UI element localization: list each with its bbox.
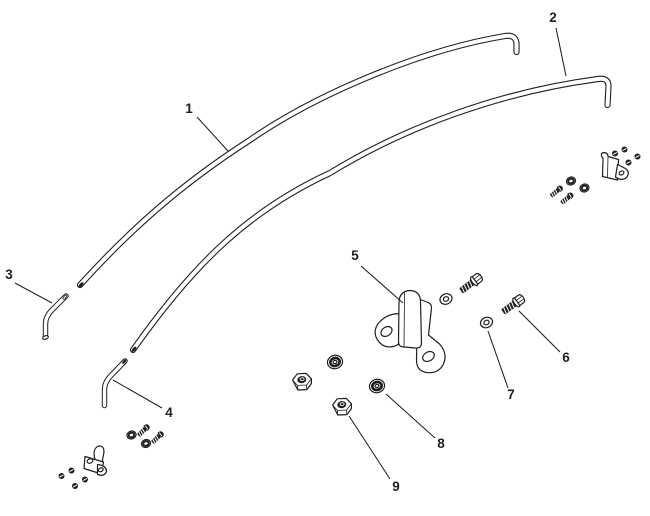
clamp-bracket-hole (97, 467, 104, 473)
clamp-bracket (600, 151, 620, 181)
bracket-left-hole (380, 325, 393, 338)
part-3-cut-face (62, 294, 68, 300)
clamp-bracket-hole (86, 458, 94, 464)
callout-3-label: 3 (5, 267, 13, 282)
callout-2-leader (555, 27, 567, 77)
part-1-cut-end (78, 282, 84, 288)
cap-nut (634, 153, 641, 160)
callout-9-leader (348, 415, 391, 480)
part-4-cut-end (122, 359, 127, 364)
flange-nut-unlabeled (324, 352, 346, 372)
cap-nut (68, 467, 75, 474)
screw (558, 190, 576, 206)
bracket-web (397, 289, 423, 349)
clamp-bracket-hole (618, 170, 625, 176)
callout-8-label: 8 (437, 436, 445, 451)
part-6-bolt (499, 292, 527, 317)
part-1-tube-outline (76, 32, 520, 289)
part-1-tube-fill (78, 33, 519, 287)
washer-unlabeled (437, 291, 455, 307)
bracket-right-hole (422, 350, 435, 363)
part-4-bent-end-tube (101, 358, 128, 409)
cap-nut (625, 159, 632, 166)
callout-2-label: 2 (549, 10, 557, 25)
small-flange-nut (139, 437, 153, 450)
part-3-tube-fill (43, 294, 68, 339)
small-flange-nut (577, 181, 592, 195)
part-3-open-end (42, 335, 49, 340)
hex-nut-unlabeled (292, 372, 312, 391)
hardware-cluster-bottom-left (58, 422, 166, 490)
screw (548, 183, 565, 199)
part-2-curved-bow-tube (129, 75, 612, 354)
callout-5-label: 5 (351, 248, 359, 263)
bracket-fold-line (403, 292, 405, 347)
cap-nut (81, 476, 89, 483)
part-2-tube-fill (131, 76, 611, 352)
bolt-unlabeled (457, 271, 485, 296)
part-2-cut-end (131, 346, 137, 353)
part-5-mounting-bracket (374, 289, 446, 374)
part-1-curved-bow-tube (76, 32, 520, 289)
screw (149, 429, 166, 446)
callout-6-leader (518, 310, 561, 353)
part-2-tube-outline (129, 75, 612, 354)
callout-9-label: 9 (392, 479, 400, 494)
cap-nut (621, 146, 628, 153)
callout-1-label: 1 (185, 101, 193, 116)
callout-6-label: 6 (562, 350, 570, 365)
part-7-washer (478, 314, 495, 331)
callout-5-leader (360, 265, 404, 304)
cap-nut (71, 482, 79, 490)
cap-nut (58, 472, 65, 480)
part-8-flange-nut (366, 376, 388, 396)
callout-3-leader (14, 282, 53, 304)
part-9-hex-nut (332, 397, 352, 416)
part-3-bent-end-tube (42, 293, 69, 340)
callout-7-label: 7 (507, 387, 515, 402)
small-flange-nut (124, 428, 139, 442)
clamp-bracket-fin (93, 445, 105, 464)
clamp-bracket-fold (607, 156, 609, 178)
callout-4-label: 4 (165, 405, 173, 420)
callout-8-leader (385, 393, 436, 439)
hardware-cluster-top-right (548, 146, 641, 206)
callout-1-leader (196, 116, 229, 152)
callout-7-leader (487, 330, 509, 389)
small-flange-nut (564, 174, 578, 188)
cap-nut (611, 150, 619, 157)
screw (135, 422, 152, 439)
callout-4-leader (112, 379, 163, 409)
part-4-tube-fill (102, 359, 127, 408)
